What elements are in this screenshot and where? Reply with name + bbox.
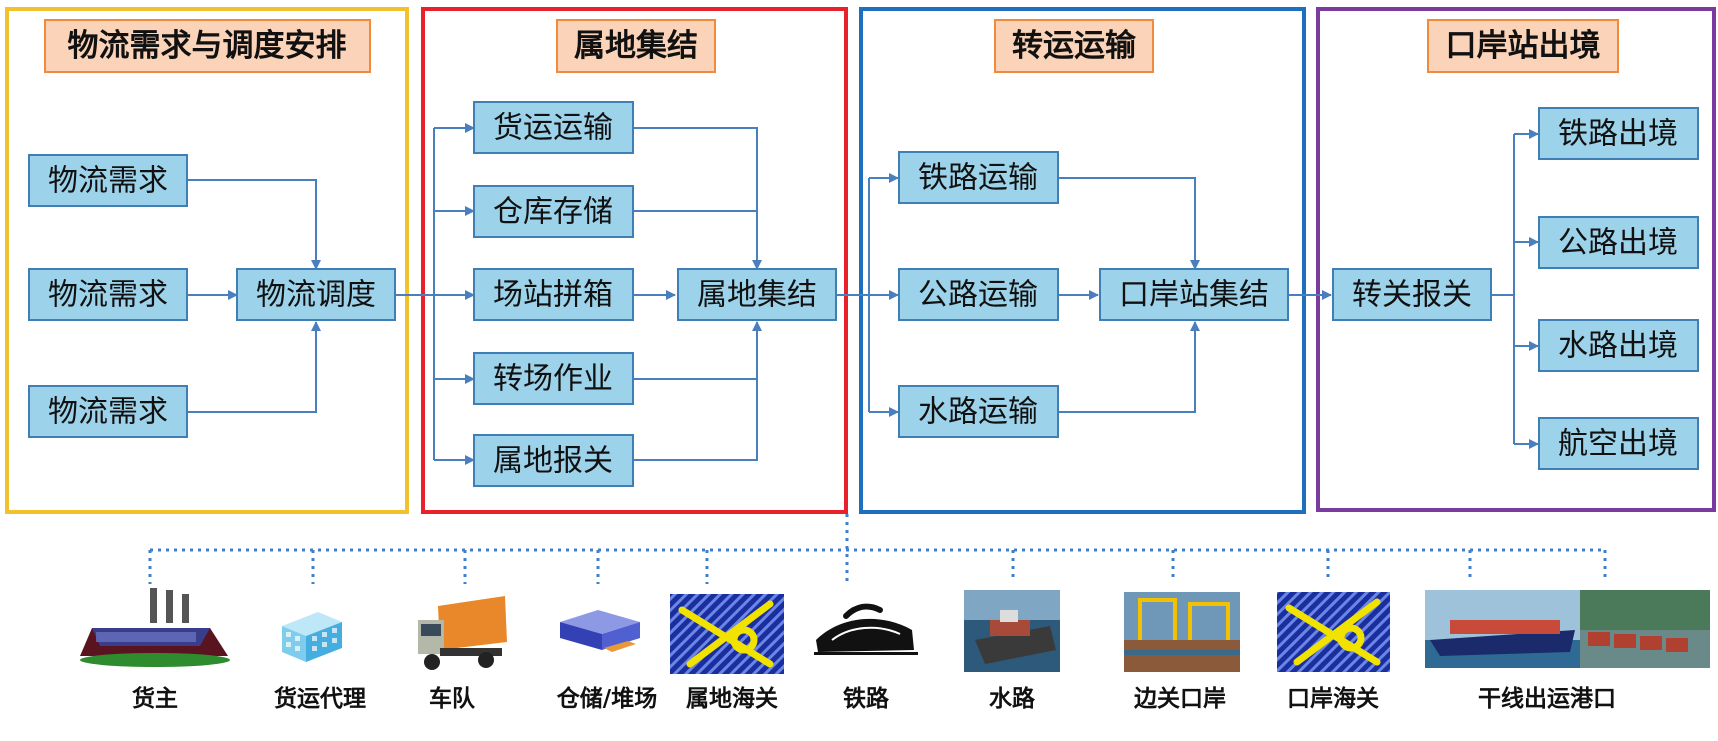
node-label: 货运运输 [493, 111, 613, 146]
participant-label: 干线出运港口 [1478, 685, 1616, 712]
node-local-declare: 属地报关 [473, 434, 634, 487]
stage-frame-transit [859, 7, 1306, 514]
node-dispatch: 物流调度 [236, 268, 396, 321]
stage-frame-demand [5, 7, 409, 514]
node-label: 转关报关 [1352, 278, 1472, 313]
node-warehouse: 仓库存储 [473, 185, 634, 238]
participant-label: 口岸海关 [1287, 685, 1379, 712]
stage-frame-local [421, 7, 848, 514]
participant-bus [148, 514, 1607, 584]
port-cranes-icon [1124, 592, 1240, 672]
node-label: 属地集结 [697, 278, 817, 313]
node-freight: 货运运输 [473, 101, 634, 154]
node-transfer: 转场作业 [473, 352, 634, 405]
node-label: 属地报关 [493, 444, 613, 479]
participant-label: 属地海关 [686, 685, 778, 712]
node-air-exit: 航空出境 [1538, 417, 1699, 470]
node-rail-exit: 铁路出境 [1538, 107, 1699, 160]
participant-label: 仓储/堆场 [556, 685, 657, 712]
stage-title-local: 属地集结 [556, 19, 716, 73]
node-water-exit: 水路出境 [1538, 319, 1699, 372]
node-demand-3: 物流需求 [28, 385, 188, 438]
warehouse-icon [560, 610, 640, 652]
node-label: 仓库存储 [493, 195, 613, 230]
node-label: 水路出境 [1558, 329, 1678, 364]
node-local-gather: 属地集结 [677, 268, 837, 321]
node-customs-transfer: 转关报关 [1332, 268, 1492, 321]
node-label: 物流需求 [48, 395, 168, 430]
node-demand-2: 物流需求 [28, 268, 188, 321]
participant-label: 水路 [989, 685, 1036, 712]
ship-icon [964, 590, 1060, 672]
stage-title-text: 属地集结 [574, 28, 698, 64]
node-label: 场站拼箱 [493, 278, 613, 313]
train-icon [814, 603, 918, 655]
customs-emblem-icon [1277, 592, 1390, 672]
node-road-exit: 公路出境 [1538, 216, 1699, 269]
node-demand-1: 物流需求 [28, 154, 188, 207]
stage-title-text: 物流需求与调度安排 [68, 28, 347, 64]
node-label: 铁路运输 [918, 161, 1038, 196]
participant-label: 货主 [132, 685, 178, 712]
node-label: 物流调度 [256, 278, 376, 313]
node-water-transport: 水路运输 [898, 385, 1059, 438]
participant-label: 车队 [429, 685, 476, 712]
stage-title-text: 转运运输 [1012, 28, 1137, 64]
node-label: 物流需求 [48, 278, 168, 313]
node-label: 水路运输 [918, 395, 1038, 430]
factory-icon [80, 588, 230, 667]
node-label: 物流需求 [48, 164, 168, 199]
node-label: 航空出境 [1558, 427, 1678, 462]
participant-label: 货运代理 [274, 685, 366, 712]
stage-title-demand: 物流需求与调度安排 [44, 19, 371, 73]
node-consolidation: 场站拼箱 [473, 268, 634, 321]
node-label: 公路出境 [1558, 226, 1678, 261]
stage-frame-exit [1316, 7, 1716, 512]
node-port-gather: 口岸站集结 [1099, 268, 1289, 321]
node-label: 转场作业 [493, 362, 613, 397]
flow-connectors [187, 123, 1539, 465]
stage-title-transit: 转运运输 [994, 19, 1154, 73]
node-road-transport: 公路运输 [898, 268, 1059, 321]
node-rail-transport: 铁路运输 [898, 151, 1059, 204]
truck-icon [418, 596, 507, 670]
node-label: 公路运输 [918, 278, 1038, 313]
participant-label: 铁路 [843, 685, 890, 712]
stage-title-text: 口岸站出境 [1446, 28, 1601, 64]
office-building-icon [282, 612, 342, 662]
container-ship-icon [1425, 590, 1710, 668]
stage-title-exit: 口岸站出境 [1427, 19, 1619, 73]
participant-label: 边关口岸 [1134, 685, 1226, 712]
node-label: 口岸站集结 [1119, 278, 1269, 313]
customs-emblem-icon [670, 594, 784, 674]
node-label: 铁路出境 [1558, 117, 1678, 152]
